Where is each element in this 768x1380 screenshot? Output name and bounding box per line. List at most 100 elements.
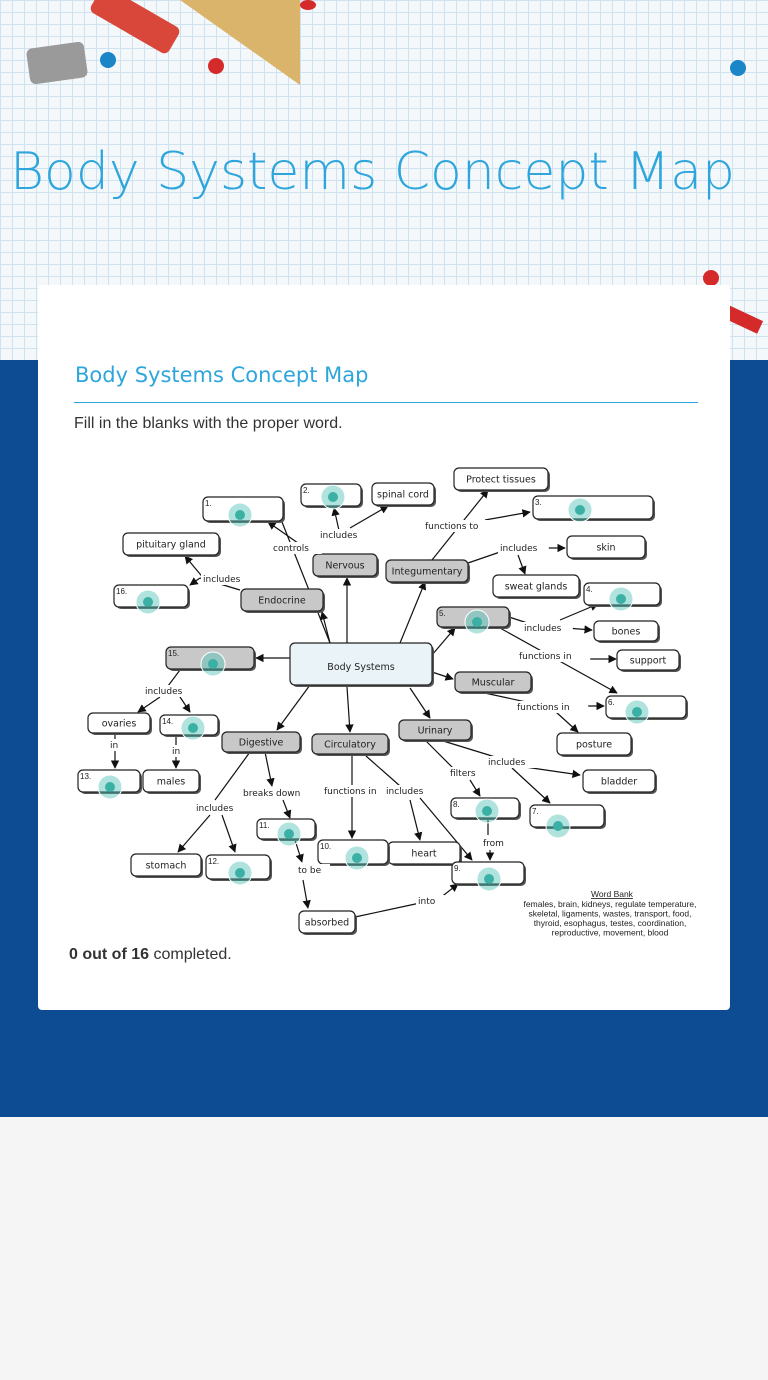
connector-arrow — [221, 814, 237, 853]
connector-arrow — [365, 755, 401, 787]
node-muscular: Muscular — [454, 671, 533, 694]
link-label-includes: includes — [524, 624, 562, 634]
decor-dot — [703, 270, 719, 286]
node-ovaries: ovaries — [87, 712, 152, 735]
decor-dot — [730, 60, 746, 76]
drop-target-hotspot[interactable] — [567, 497, 593, 523]
word-bank-line: skeletal, ligaments, wastes, transport, … — [529, 909, 692, 919]
node-digestive-label: Digestive — [239, 738, 284, 749]
node-nervous: Nervous — [312, 553, 379, 578]
node-integumentary: Integumentary — [385, 559, 470, 584]
connector-arrow — [189, 577, 201, 586]
node-support-label: support — [630, 656, 667, 667]
drop-target-hotspot[interactable] — [97, 774, 123, 800]
drop-target-hotspot[interactable] — [200, 651, 226, 677]
node-males-label: males — [157, 777, 186, 788]
blank-7 — [529, 804, 606, 829]
link-label-to-be: to be — [298, 866, 322, 876]
blank-number: 7. — [532, 807, 539, 816]
link-label-in: in — [110, 741, 118, 751]
node-heart-label: heart — [411, 849, 437, 860]
node-muscular-label: Muscular — [472, 678, 515, 689]
link-label-includes: includes — [488, 758, 526, 768]
link-label-into: into — [418, 897, 436, 907]
drop-target-hotspot[interactable] — [545, 813, 571, 839]
connector-arrow — [214, 751, 251, 801]
node-skin-label: skin — [596, 543, 615, 554]
drop-target-hotspot[interactable] — [135, 589, 161, 615]
node-posture-label: posture — [576, 740, 612, 751]
word-bank-title: Word Bank — [591, 889, 634, 899]
link-label-breaks-down: breaks down — [243, 789, 300, 799]
decor-dot — [100, 52, 116, 68]
drop-target-hotspot[interactable] — [227, 502, 253, 528]
node-bladder-label: bladder — [601, 777, 637, 788]
node-urinary-label: Urinary — [418, 726, 453, 737]
connector-arrow — [484, 509, 531, 521]
drop-target-hotspot[interactable] — [227, 860, 253, 886]
connector-arrow — [345, 686, 354, 733]
blank-1 — [202, 496, 285, 523]
node-skin: skin — [566, 535, 647, 560]
drop-target-hotspot[interactable] — [476, 866, 502, 892]
blank-5 — [436, 606, 511, 629]
connector-arrow — [137, 696, 161, 713]
drop-target-hotspot[interactable] — [474, 798, 500, 824]
connector-arrow — [419, 797, 473, 861]
completion-count: 0 out of 16 — [69, 946, 150, 963]
blank-number: 3. — [535, 498, 542, 507]
node-ovaries-label: ovaries — [102, 719, 137, 730]
connector-arrow — [555, 711, 579, 733]
link-label-includes: includes — [386, 787, 424, 797]
blank-number: 8. — [453, 800, 460, 809]
node-body-systems: Body Systems — [289, 642, 434, 687]
link-label-includes: includes — [196, 804, 234, 814]
drop-target-hotspot[interactable] — [344, 845, 370, 871]
drop-target-hotspot[interactable] — [608, 586, 634, 612]
connector-arrow — [276, 684, 311, 731]
blank-number: 5. — [439, 609, 446, 618]
drop-target-hotspot[interactable] — [464, 609, 490, 635]
node-pituitary-gland: pituitary gland — [122, 532, 221, 557]
node-integumentary-label: Integumentary — [392, 567, 463, 578]
link-label-from: from — [483, 839, 504, 849]
link-label-functions-in: functions in — [324, 787, 377, 797]
link-label-filters: filters — [450, 769, 476, 779]
node-urinary: Urinary — [398, 719, 473, 742]
drop-target-hotspot[interactable] — [276, 821, 302, 847]
completion-suffix: completed. — [149, 946, 232, 963]
link-label-includes: includes — [320, 531, 358, 541]
node-protect-tissues: Protect tissues — [453, 467, 550, 492]
node-circulatory: Circulatory — [311, 733, 390, 756]
connector-arrow — [177, 814, 211, 853]
node-endocrine-label: Endocrine — [258, 596, 306, 607]
drop-target-hotspot[interactable] — [320, 484, 346, 510]
blank-number: 4. — [586, 585, 593, 594]
connector-arrow — [431, 627, 456, 656]
ruler-icon — [180, 0, 300, 85]
node-protect-tissues-label: Protect tissues — [466, 475, 536, 486]
title-divider — [74, 402, 698, 403]
word-bank-line: reproductive, movement, blood — [552, 928, 669, 938]
blank-number: 1. — [205, 499, 212, 508]
blank-number: 14. — [162, 717, 173, 726]
connector-arrow — [409, 687, 431, 719]
node-spinal-cord: spinal cord — [371, 482, 436, 507]
completion-status: 0 out of 16 completed. — [69, 946, 232, 964]
connector-arrow — [431, 671, 454, 681]
connector-arrow — [179, 696, 191, 713]
link-label-includes: includes — [500, 544, 538, 554]
node-males: males — [142, 769, 201, 794]
blank-number: 15. — [168, 649, 179, 658]
node-pituitary-gland-label: pituitary gland — [136, 540, 206, 551]
blank-number: 2. — [303, 486, 310, 495]
node-stomach-label: stomach — [146, 861, 187, 872]
node-support: support — [616, 649, 681, 672]
drop-target-hotspot[interactable] — [180, 715, 206, 741]
drop-target-hotspot[interactable] — [624, 699, 650, 725]
connector-arrow — [354, 902, 421, 918]
blank-number: 16. — [116, 587, 127, 596]
word-bank-line: thyroid, esophagus, testes, coordination… — [534, 918, 687, 928]
node-sweat-glands-label: sweat glands — [505, 582, 568, 593]
